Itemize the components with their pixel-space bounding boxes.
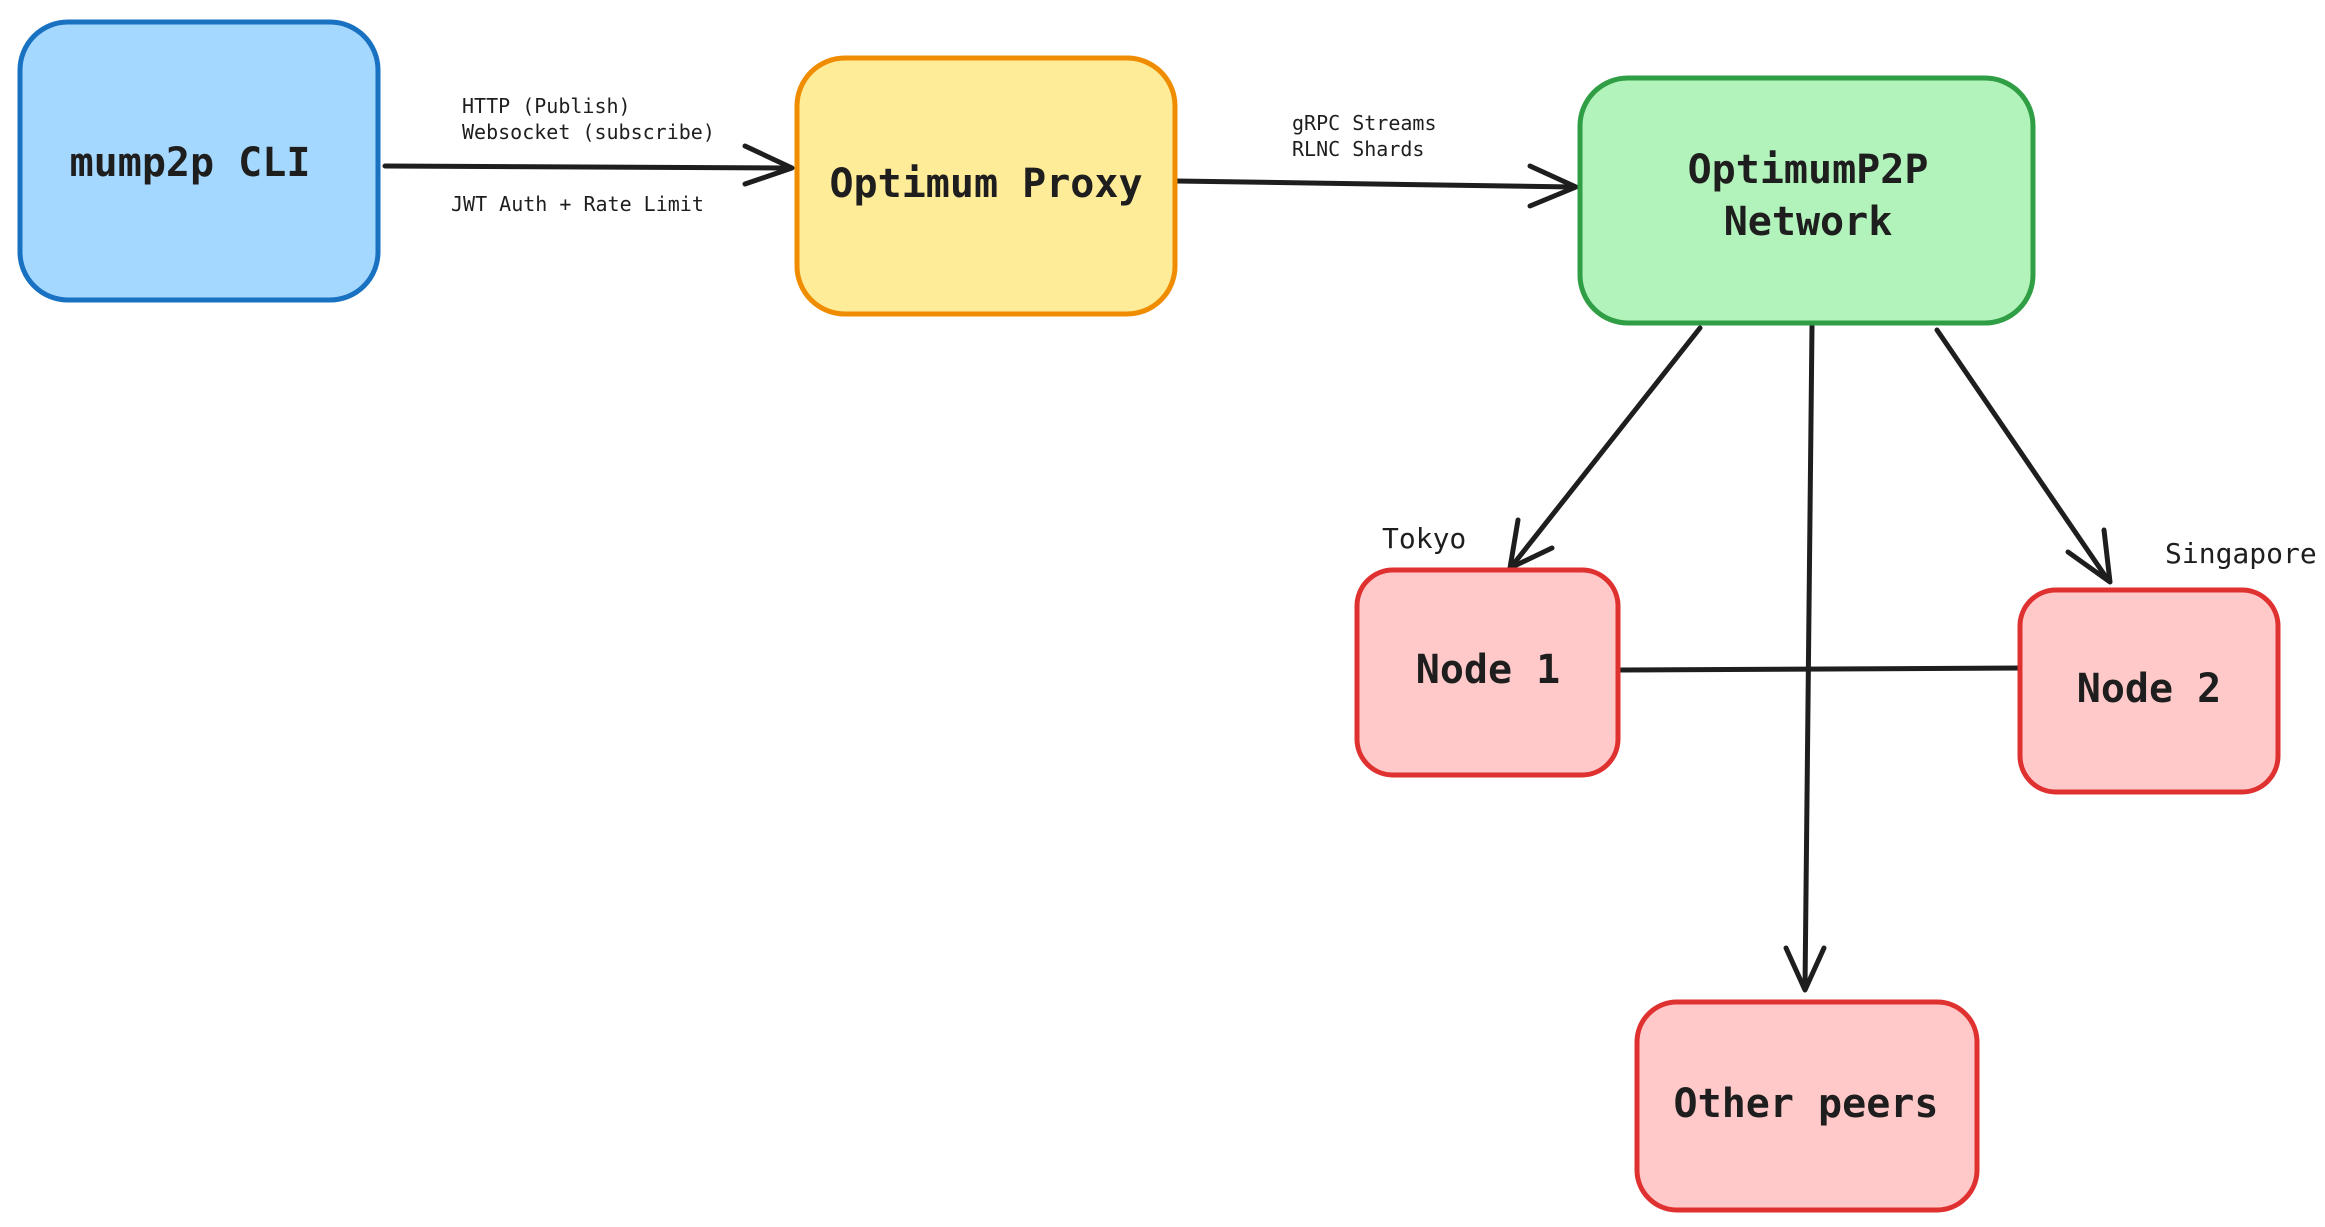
region-label-tokyo: Tokyo <box>1382 522 1466 555</box>
edge-label-rlnc-shards: RLNC Shards <box>1292 137 1424 161</box>
node-node-2: Node 2 <box>2017 587 2281 795</box>
edge-network-to-other-peers <box>1783 323 1827 993</box>
edge-network-to-node2 <box>1934 327 2113 585</box>
node-optimump2p-network: OptimumP2P Network <box>1577 75 2036 326</box>
arrowhead-icon <box>2065 527 2113 585</box>
node-label-optimum-proxy: Optimum Proxy <box>829 161 1142 207</box>
box-shape <box>1354 567 1621 778</box>
region-label-singapore: Singapore <box>2165 537 2317 570</box>
arrowhead-icon <box>742 143 795 187</box>
node-label-optimump2p: OptimumP2P <box>1688 147 1929 193</box>
edge-label-websocket-subscribe: Websocket (subscribe) <box>462 120 715 144</box>
edge-network-to-node1 <box>1507 325 1703 571</box>
node-label-node-2: Node 2 <box>2077 666 2222 712</box>
box-shape <box>1577 75 2036 326</box>
box-shape <box>2017 587 2281 795</box>
node-node-1: Node 1 <box>1354 567 1621 778</box>
edge-label-grpc-streams: gRPC Streams <box>1292 111 1437 135</box>
box-shape <box>17 19 381 303</box>
edge-node1-to-node2 <box>1617 665 2025 673</box>
arrowhead-icon <box>1527 163 1579 209</box>
box-shape <box>794 55 1178 317</box>
node-other-peers: Other peers <box>1634 999 1980 1213</box>
edge-label-http-publish: HTTP (Publish) <box>462 94 631 118</box>
edge-proxy-to-network <box>1173 163 1579 209</box>
edge-label-jwt-auth-rate-limit: JWT Auth + Rate Limit <box>451 192 704 216</box>
arrowhead-icon <box>1783 945 1827 993</box>
edge-cli-to-proxy <box>382 143 795 187</box>
node-label-other-peers: Other peers <box>1674 1081 1939 1127</box>
node-label-node-1: Node 1 <box>1416 647 1561 693</box>
node-mump2p-cli: mump2p CLI <box>17 19 381 303</box>
node-label-mump2p-cli: mump2p CLI <box>70 140 311 186</box>
node-optimum-proxy: Optimum Proxy <box>794 55 1178 317</box>
box-shape <box>1634 999 1980 1213</box>
node-label-network: Network <box>1724 199 1893 245</box>
